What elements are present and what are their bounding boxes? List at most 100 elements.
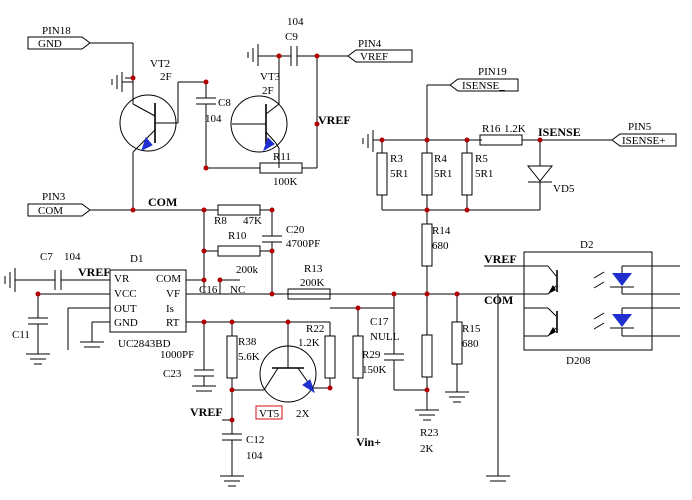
pin5-name: ISENSE+: [622, 135, 665, 147]
r8-ref: R8: [214, 215, 227, 227]
resistor-r23: R23 2K: [415, 334, 439, 455]
capacitor-c11: C11: [12, 293, 110, 365]
resistor-r14: R14 680: [421, 210, 451, 335]
vt5-highlight-box: [255, 405, 283, 420]
c9-ref: C9: [285, 31, 298, 43]
resistor-r3: R3 5R1: [376, 140, 408, 210]
c16-ref: C16: [199, 284, 218, 296]
r3-ref: R3: [390, 153, 403, 165]
c8-value: 104: [205, 113, 222, 125]
d1-pin-vr: VR: [114, 273, 130, 285]
junction-dots: [35, 53, 543, 423]
net-vref-bottom: VREF: [190, 405, 223, 419]
r29-value: 150K: [362, 364, 387, 376]
c11-ref: C11: [12, 329, 30, 341]
r16-value: 1.2K: [504, 123, 526, 135]
c17-value: NULL: [370, 331, 400, 343]
c12-ref: C12: [246, 434, 264, 446]
ic-d1: D1 VR VCC OUT GND COM VF Is RT UC2843BD: [67, 253, 187, 350]
r10-value: 200k: [236, 264, 259, 276]
r16-ref: R16: [482, 123, 501, 135]
net-vref-d2: VREF: [484, 252, 517, 266]
vt2-ref: VT2: [150, 58, 170, 70]
c7-value: 104: [64, 251, 81, 263]
capacitor-c12: C12 104: [220, 419, 264, 487]
d1-pin-gnd: GND: [114, 317, 138, 329]
resistor-r4: R4 5R1: [421, 140, 452, 210]
r14-ref: R14: [432, 225, 451, 237]
r22-ref: R22: [306, 323, 324, 335]
resistor-r8: R8 47K: [203, 204, 272, 293]
vt2-emitter-arrow: [141, 137, 153, 151]
r38-value: 5.6K: [238, 351, 260, 363]
d1-pin-vcc: VCC: [114, 288, 137, 300]
c20-value: 4700PF: [286, 238, 320, 250]
diode-vd5: VD5: [526, 140, 575, 210]
vt2-value: 2F: [160, 71, 172, 83]
d1-pin-com: COM: [156, 273, 181, 285]
net-vin: Vin+: [356, 435, 381, 449]
c12-value: 104: [246, 450, 263, 462]
capacitor-c7: C7 104: [4, 251, 110, 292]
pin19-number: PIN19: [478, 66, 507, 78]
resistor-r15: R15 680: [445, 294, 481, 403]
r15-ref: R15: [462, 323, 481, 335]
c20-ref: C20: [286, 224, 305, 236]
c9-value: 104: [287, 16, 304, 28]
r23-ref: R23: [420, 427, 439, 439]
r23-value: 2K: [420, 443, 434, 455]
resistor-r29: R29 150K: [330, 307, 394, 436]
transistor-vt2: VT2 2F: [111, 58, 179, 210]
r8-value: 47K: [243, 215, 262, 227]
vt3-emitter-arrow: [263, 137, 275, 152]
vt3-ref: VT3: [260, 71, 281, 83]
pin4-connector: PIN4 VREF: [347, 38, 413, 63]
pin5-connector: PIN5 ISENSE+: [611, 121, 677, 147]
pin4-name: VREF: [360, 51, 388, 63]
r38-ref: R38: [238, 336, 257, 348]
net-isense: ISENSE: [538, 125, 581, 139]
r11-ref: R11: [273, 151, 291, 163]
r13-ref: R13: [304, 263, 323, 275]
r11-value: 100K: [273, 176, 298, 188]
d1-pin-vf: VF: [166, 288, 180, 300]
net-vref-top: VREF: [318, 113, 351, 127]
pin18-connector: PIN18 GND: [27, 25, 134, 78]
r4-value: 5R1: [434, 168, 452, 180]
r14-value: 680: [432, 240, 449, 252]
r15-value: 680: [462, 338, 479, 350]
pin19-name: ISENSE_: [462, 80, 505, 92]
r10-ref: R10: [228, 230, 247, 242]
r4-ref: R4: [434, 153, 447, 165]
pin19-connector: PIN19 ISENSE_: [426, 66, 519, 140]
net-com-mid: COM: [148, 195, 177, 209]
capacitor-c17: C17 NULL: [370, 294, 427, 391]
d1-pin-out: OUT: [114, 303, 137, 315]
pin18-name: GND: [38, 38, 62, 50]
vt3-value: 2F: [262, 85, 274, 97]
pin3-name: COM: [38, 205, 63, 217]
resistor-r22: R22 1.2K: [298, 322, 336, 390]
capacitor-c9: 104 C9: [247, 16, 348, 66]
vt5-emitter-arrow: [302, 379, 315, 394]
resistor-r5: R5 5R1: [461, 140, 493, 210]
vd5-ref: VD5: [553, 183, 575, 195]
c8-ref: C8: [218, 97, 231, 109]
transistor-vt3: VT3 2F: [230, 56, 288, 168]
optocoupler-d2: D2 D208: [460, 239, 680, 482]
d2-part: D208: [566, 355, 591, 367]
pin3-number: PIN3: [42, 191, 66, 203]
resistor-r11: R11 100K: [206, 56, 318, 188]
d1-ref: D1: [130, 253, 143, 265]
resistor-r16: R16 1.2K: [467, 123, 612, 146]
pin3-connector: PIN3 COM: [27, 191, 218, 217]
transistor-vt5: VT5 2X: [232, 322, 330, 420]
c17-ref: C17: [370, 316, 389, 328]
net-vref-ic: VREF: [78, 265, 111, 279]
d1-pin-rt: RT: [166, 317, 180, 329]
r29-ref: R29: [362, 349, 381, 361]
vt5-ref: VT5: [259, 408, 280, 420]
c7-ref: C7: [40, 251, 53, 263]
pin5-number: PIN5: [628, 121, 652, 133]
